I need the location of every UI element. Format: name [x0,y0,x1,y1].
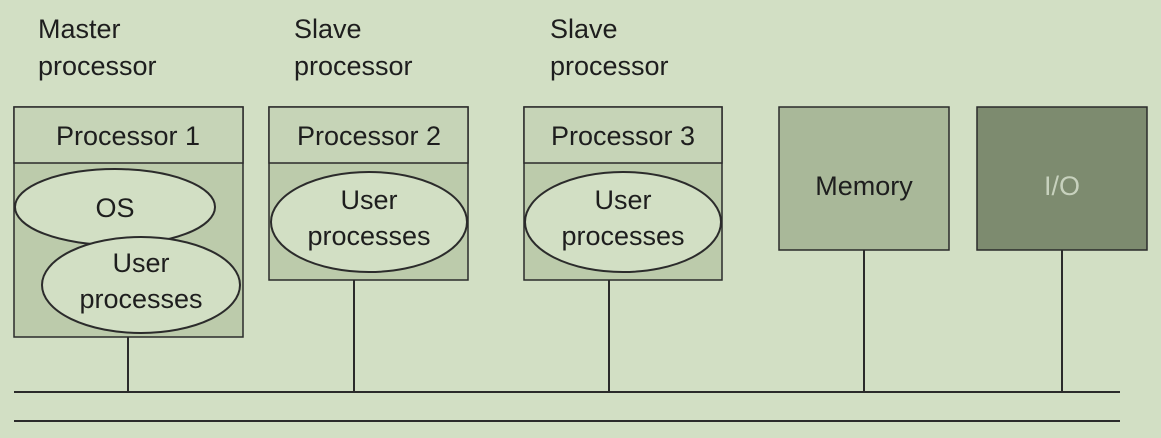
processor2-name: Processor 2 [297,121,441,151]
processor3-box: Processor 3 User processes [523,106,723,281]
processor1-user-line2: processes [79,284,202,314]
processor3-user-line1: User [594,185,651,215]
os-label: OS [95,193,134,223]
processor2-user-processes-ellipse [270,171,468,273]
processor1-name: Processor 1 [56,121,200,151]
processor1-role-line1: Master [38,14,121,44]
io-label: I/O [1044,171,1080,201]
memory-box: Memory [778,106,950,251]
processor2-role-line2: processor [294,51,413,81]
processor1-box: Processor 1 OS User processes [13,106,244,338]
processor3-user-processes-ellipse [524,171,722,273]
memory-label: Memory [815,171,913,201]
processor1-user-processes-ellipse [41,236,241,334]
processor2-user-line2: processes [307,221,430,251]
processor3-role-line1: Slave [550,14,618,44]
processor1-user-line1: User [112,248,169,278]
processor2-user-line1: User [340,185,397,215]
io-box: I/O [976,106,1148,251]
processor2-role-line1: Slave [294,14,362,44]
processor3-role-line2: processor [550,51,669,81]
processor1-role-line2: processor [38,51,157,81]
processor2-box: Processor 2 User processes [268,106,469,281]
processor3-name: Processor 3 [551,121,695,151]
processor3-user-line2: processes [561,221,684,251]
